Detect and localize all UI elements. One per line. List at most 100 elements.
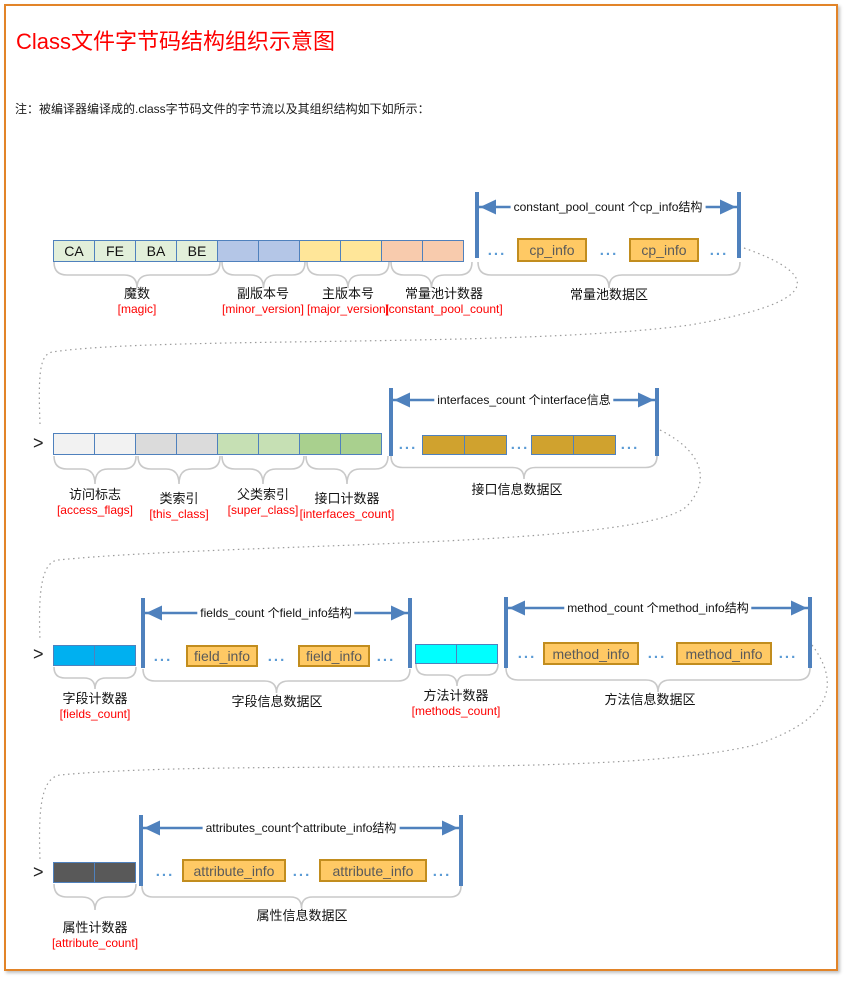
label-interfaces-count-en: [interfaces_count] (299, 507, 395, 521)
cp-info-box: cp_info (517, 238, 587, 262)
continuation-chevron: > (33, 433, 44, 453)
continuation-chevron: > (33, 862, 44, 882)
interface-cell (464, 435, 507, 455)
byte-cell-access-flags (53, 433, 95, 455)
label-major-version: 主版本号 [major_version] (307, 286, 389, 317)
label-attributes-area-cn: 属性信息数据区 (256, 908, 348, 923)
interface-info-cells (422, 435, 507, 455)
label-minor-version-en: [minor_version] (221, 302, 305, 316)
byte-cell-interfaces-count (340, 433, 382, 455)
label-methods-area: 方法信息数据区 (604, 692, 695, 708)
byte-cell-this-class (176, 433, 218, 455)
interfaces-span-label: interfaces_count 个interface信息 (434, 392, 614, 408)
label-methods-count: 方法计数器 [methods_count] (412, 688, 501, 719)
label-magic-cn: 魔数 (123, 286, 150, 301)
attributes-span-label: attributes_count个attribute_info结构 (202, 820, 400, 836)
interface-cell (422, 435, 465, 455)
label-major-version-en: [major_version] (306, 302, 390, 316)
label-this-class-cn: 类索引 (159, 491, 199, 506)
byte-cell-magic: FE (94, 240, 136, 262)
field-info-box: field_info (298, 645, 370, 667)
row2-byte-cells (53, 433, 382, 455)
field-info-box: field_info (186, 645, 258, 667)
attribute-info-box: attribute_info (319, 859, 427, 882)
byte-cell-fields-count (53, 645, 95, 666)
note-text: 注：被编译器编译成的.class字节码文件的字节流以及其组织结构如下如所示： (15, 102, 430, 116)
continuation-chevron: > (33, 644, 44, 664)
label-methods-area-cn: 方法信息数据区 (604, 692, 696, 707)
ellipsis: ... (292, 863, 312, 880)
byte-cell-super-class (258, 433, 300, 455)
label-access-flags-en: [access_flags] (56, 503, 134, 517)
byte-cell-magic: BA (135, 240, 177, 262)
byte-cell-major-version (299, 240, 341, 262)
label-minor-version-cn: 副版本号 (236, 286, 289, 301)
methods-count-cells (415, 644, 498, 664)
page-title: Class文件字节码结构组织示意图 (16, 29, 336, 54)
label-fields-count-en: [fields_count] (59, 707, 131, 721)
ellipsis: ... (398, 436, 418, 453)
label-constant-pool-count-en: [constant_pool_count] (385, 302, 503, 316)
label-access-flags: 访问标志 [access_flags] (57, 487, 133, 518)
ellipsis: ... (778, 645, 798, 662)
attribute-info-box: attribute_info (182, 859, 286, 882)
constant-pool-span-label: constant_pool_count 个cp_info结构 (510, 199, 706, 215)
byte-cell-attributes-count (53, 862, 95, 883)
label-interface-area-cn: 接口信息数据区 (471, 482, 563, 497)
label-this-class: 类索引 [this_class] (149, 491, 208, 522)
byte-cell-minor-version (258, 240, 300, 262)
label-magic: 魔数 [magic] (118, 286, 157, 317)
ellipsis: ... (155, 863, 175, 880)
label-super-class-en: [super_class] (227, 503, 299, 517)
label-interfaces-count-cn: 接口计数器 (314, 491, 380, 506)
byte-cell-methods-count (456, 644, 498, 664)
label-minor-version: 副版本号 [minor_version] (222, 286, 304, 317)
byte-cell-interfaces-count (299, 433, 341, 455)
byte-cell-constant-pool-count (381, 240, 423, 262)
ellipsis: ... (267, 648, 287, 665)
label-fields-count-cn: 字段计数器 (62, 691, 128, 706)
ellipsis: ... (620, 436, 640, 453)
methods-span-label: method_count 个method_info结构 (564, 600, 752, 616)
label-attributes-area: 属性信息数据区 (256, 908, 347, 924)
byte-cell-minor-version (217, 240, 259, 262)
byte-cell-magic: CA (53, 240, 95, 262)
label-methods-count-en: [methods_count] (411, 704, 501, 718)
label-interface-area: 接口信息数据区 (471, 482, 562, 498)
label-major-version-cn: 主版本号 (321, 286, 374, 301)
label-constant-pool-count: 常量池计数器 [constant_pool_count] (385, 286, 502, 317)
label-interfaces-count: 接口计数器 [interfaces_count] (300, 491, 395, 522)
ellipsis: ... (647, 645, 667, 662)
label-fields-area-cn: 字段信息数据区 (231, 694, 323, 709)
byte-cell-major-version (340, 240, 382, 262)
ellipsis: ... (487, 242, 507, 259)
ellipsis: ... (510, 436, 530, 453)
interface-cell (531, 435, 574, 455)
label-fields-area: 字段信息数据区 (231, 694, 322, 710)
label-magic-en: [magic] (117, 302, 157, 316)
ellipsis: ... (376, 648, 396, 665)
label-constant-pool-area: 常量池数据区 (570, 287, 648, 303)
label-this-class-en: [this_class] (149, 507, 209, 521)
ellipsis: ... (599, 242, 619, 259)
ellipsis: ... (709, 242, 729, 259)
label-access-flags-cn: 访问标志 (68, 487, 122, 502)
label-attribute-count-cn: 属性计数器 (62, 920, 128, 935)
attributes-count-cells (53, 862, 136, 883)
byte-cell-attributes-count (94, 862, 136, 883)
byte-cell-this-class (135, 433, 177, 455)
label-attribute-count-en: [attribute_count] (51, 936, 139, 950)
interface-info-cells (531, 435, 616, 455)
method-info-box: method_info (543, 642, 639, 665)
label-methods-count-cn: 方法计数器 (423, 688, 489, 703)
fields-span-label: fields_count 个field_info结构 (197, 605, 355, 621)
label-super-class: 父类索引 [super_class] (228, 487, 299, 518)
label-constant-pool-area-cn: 常量池数据区 (569, 287, 649, 302)
ellipsis: ... (517, 645, 537, 662)
byte-cell-magic: BE (176, 240, 218, 262)
ellipsis: ... (432, 863, 452, 880)
byte-cell-fields-count (94, 645, 136, 666)
fields-count-cells (53, 645, 136, 666)
method-info-box: method_info (676, 642, 772, 665)
byte-cell-constant-pool-count (422, 240, 464, 262)
